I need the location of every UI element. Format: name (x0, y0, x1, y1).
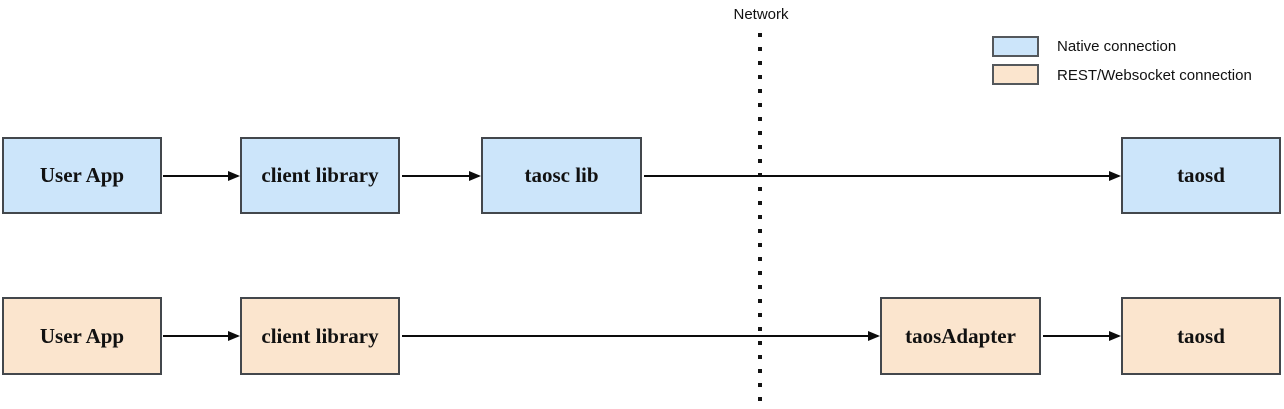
arrow-userapp-to-clientlibrary-rest (163, 335, 238, 337)
node-taosd-native: taosd (1121, 137, 1281, 214)
legend-label-rest: REST/Websocket connection (1057, 67, 1252, 84)
node-client-library-native: client library (240, 137, 400, 214)
arrow-userapp-to-clientlibrary-native (163, 175, 238, 177)
node-taosadapter: taosAdapter (880, 297, 1041, 375)
network-divider-label: Network (733, 6, 789, 23)
legend-swatch-rest (992, 64, 1039, 85)
legend-swatch-native (992, 36, 1039, 57)
network-divider-line (758, 33, 762, 407)
node-client-library-rest: client library (240, 297, 400, 375)
node-taosd-rest: taosd (1121, 297, 1281, 375)
arrow-clientlibrary-to-taosclib (402, 175, 479, 177)
node-user-app-rest: User App (2, 297, 162, 375)
arrow-taosadapter-to-taosd (1043, 335, 1119, 337)
node-user-app-native: User App (2, 137, 162, 214)
node-taosc-lib: taosc lib (481, 137, 642, 214)
arrow-clientlibrary-to-taosadapter (402, 335, 878, 337)
legend-label-native: Native connection (1057, 38, 1177, 55)
arrow-taosclib-to-taosd (644, 175, 1119, 177)
